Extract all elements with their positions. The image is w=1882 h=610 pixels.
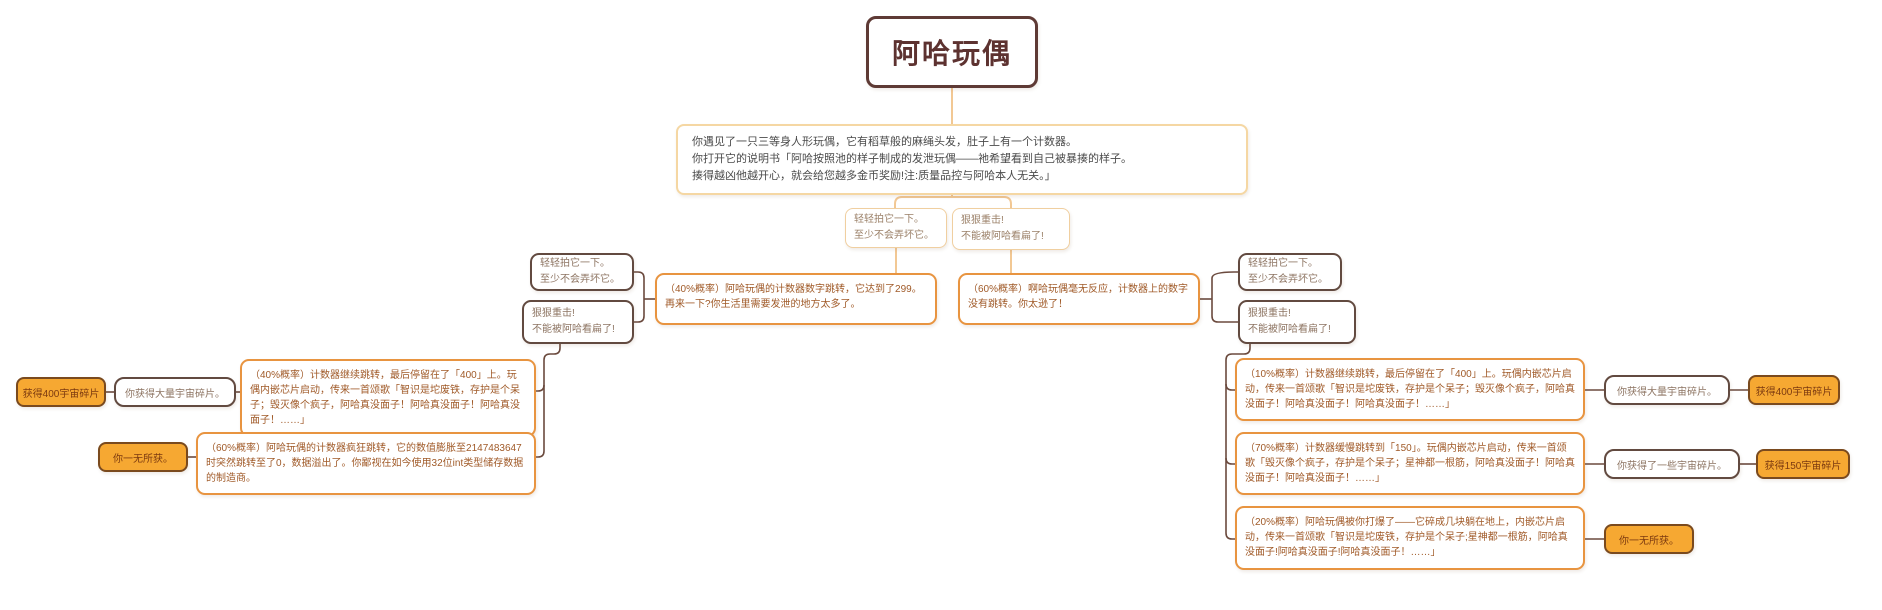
choice-smash-primary[interactable]: 狠狠重击! 不能被阿哈看扁了!: [952, 208, 1070, 250]
none-right-badge[interactable]: 你一无所获。: [1604, 524, 1694, 554]
outcome-smash-60-node[interactable]: （60%概率）啊哈玩偶毫无反应，计数器上的数字没有跳转。你太逊了！: [958, 273, 1200, 325]
choice-smash-right-secondary[interactable]: 狠狠重击! 不能被阿哈看扁了!: [1238, 300, 1356, 344]
choice-tap-left-secondary[interactable]: 轻轻拍它一下。 至少不会弄坏它。: [530, 253, 634, 291]
reward-left-label-node[interactable]: 你获得大量宇宙碎片。: [114, 377, 236, 407]
outcome-left-40-400-node[interactable]: （40%概率）计数器继续跳转，最后停留在了「400」上。玩偶内嵌芯片启动，传来一…: [240, 359, 536, 437]
description-node[interactable]: 你遇见了一只三等身人形玩偶，它有稻草般的麻绳头发，肚子上有一个计数器。 你打开它…: [676, 124, 1248, 196]
choice-smash-right-line-1: 狠狠重击!: [1248, 308, 1291, 319]
choice-tap-line-1: 轻轻拍它一下。: [854, 214, 924, 225]
reward-150-badge[interactable]: 获得150宇宙碎片: [1756, 449, 1850, 479]
choice-smash-left-line-2: 不能被阿哈看扁了!: [532, 324, 615, 335]
choice-tap-left-line-2: 至少不会弄坏它。: [540, 274, 620, 285]
description-line-2: 你打开它的说明书「阿哈按照池的样子制成的发泄玩偶——祂希望看到自己被暴揍的样子。: [692, 153, 1132, 166]
choice-smash-line-2: 不能被阿哈看扁了!: [961, 231, 1044, 242]
choice-smash-line-1: 狠狠重击!: [961, 215, 1004, 226]
reward-right-label-node[interactable]: 你获得大量宇宙碎片。: [1604, 375, 1730, 405]
root-title-node[interactable]: 阿哈玩偶: [866, 16, 1038, 88]
outcome-right-70-150-node[interactable]: （70%概率）计数器缓慢跳转到「150」。玩偶内嵌芯片启动，传来一首颂歌「毁灭像…: [1235, 432, 1585, 495]
choice-smash-left-secondary[interactable]: 狠狠重击! 不能被阿哈看扁了!: [522, 300, 634, 344]
choice-tap-right-line-1: 轻轻拍它一下。: [1248, 258, 1318, 269]
reward-left-badge[interactable]: 获得400宇宙碎片: [16, 377, 106, 407]
some-right-label-node[interactable]: 你获得了一些宇宙碎片。: [1604, 449, 1740, 479]
outcome-right-20-smashed-node[interactable]: （20%概率）阿哈玩偶被你打爆了——它碎成几块躺在地上，内嵌芯片启动，传来一首颂…: [1235, 506, 1585, 570]
outcome-left-60-overflow-node[interactable]: （60%概率）阿哈玩偶的计数器疯狂跳转，它的数值膨胀至2147483647时突然…: [196, 432, 536, 495]
choice-tap-primary[interactable]: 轻轻拍它一下。 至少不会弄坏它。: [845, 208, 947, 248]
choice-tap-right-line-2: 至少不会弄坏它。: [1248, 274, 1328, 285]
description-line-3: 揍得越凶他越开心，就会给您越多金币奖励!注:质量品控与阿哈本人无关。」: [692, 170, 1056, 183]
choice-tap-right-secondary[interactable]: 轻轻拍它一下。 至少不会弄坏它。: [1238, 253, 1342, 291]
outcome-tap-40-node[interactable]: （40%概率）阿哈玩偶的计数器数字跳转，它达到了299。再来一下?你生活里需要发…: [655, 273, 937, 325]
none-left-badge[interactable]: 你一无所获。: [98, 442, 188, 472]
outcome-right-10-400-node[interactable]: （10%概率）计数器继续跳转，最后停留在了「400」上。玩偶内嵌芯片启动，传来一…: [1235, 358, 1585, 421]
choice-tap-left-line-1: 轻轻拍它一下。: [540, 258, 610, 269]
choice-smash-right-line-2: 不能被阿哈看扁了!: [1248, 324, 1331, 335]
reward-right-badge[interactable]: 获得400宇宙碎片: [1748, 375, 1840, 405]
choice-tap-line-2: 至少不会弄坏它。: [854, 230, 934, 241]
description-line-1: 你遇见了一只三等身人形玩偶，它有稻草般的麻绳头发，肚子上有一个计数器。: [692, 136, 1077, 148]
choice-smash-left-line-1: 狠狠重击!: [532, 308, 575, 319]
